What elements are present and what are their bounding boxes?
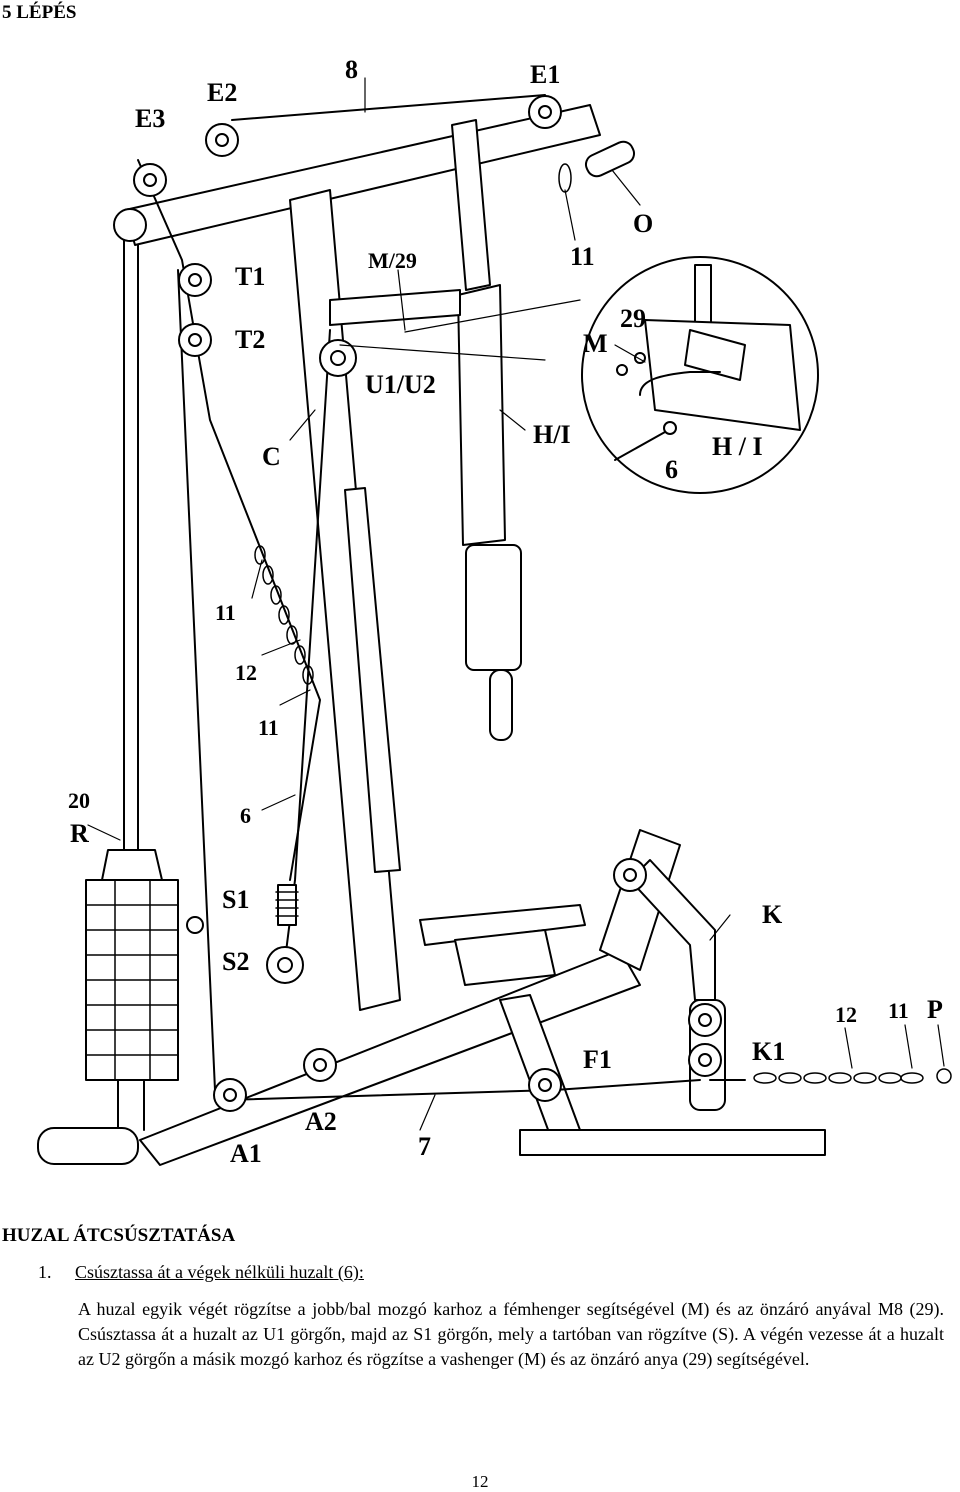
- section-title: HUZAL ÁTCSÚSZTATÁSA: [2, 1225, 236, 1246]
- page-number: 12: [471, 1472, 489, 1491]
- label-c: C: [262, 442, 281, 471]
- label-e3: E3: [135, 104, 165, 133]
- label-e1: E1: [530, 60, 560, 89]
- label-11-a: 11: [215, 600, 236, 625]
- label-11-top: 11: [570, 242, 595, 271]
- label-inset-6: 6: [665, 455, 678, 484]
- item-title: Csúsztassa át a végek nélküli huzalt (6)…: [75, 1262, 364, 1282]
- label-k: K: [762, 900, 783, 929]
- instruction-paragraph: A huzal egyik végét rögzítse a jobb/bal …: [78, 1299, 944, 1369]
- label-s2: S2: [222, 947, 249, 976]
- label-a1: A1: [230, 1139, 262, 1168]
- label-11-right: 11: [888, 998, 909, 1023]
- label-m29: M/29: [368, 248, 417, 273]
- label-u1u2: U1/U2: [365, 370, 436, 399]
- step-title: 5 LÉPÉS: [2, 2, 77, 23]
- label-hi: H/I: [533, 420, 571, 449]
- item-number: 1.: [38, 1262, 52, 1282]
- label-p: P: [927, 995, 943, 1024]
- home-gym-assembly-diagram: E3 E2 8 E1 O 11 M/29 T1 T2 U1/U2 C H/I M…: [37, 55, 952, 1168]
- label-20: 20: [68, 788, 90, 813]
- label-inset-hi: H / I: [712, 432, 763, 461]
- label-r: R: [70, 819, 89, 848]
- label-k1: K1: [752, 1037, 785, 1066]
- label-o: O: [633, 209, 653, 238]
- label-e2: E2: [207, 78, 237, 107]
- label-8: 8: [345, 55, 358, 84]
- label-inset-m: M: [583, 329, 608, 358]
- label-f1: F1: [583, 1045, 612, 1074]
- label-inset-29: 29: [620, 304, 646, 333]
- label-12: 12: [235, 660, 257, 685]
- label-7: 7: [418, 1132, 431, 1161]
- label-11-b: 11: [258, 715, 279, 740]
- label-12-right: 12: [835, 1002, 857, 1027]
- label-t2: T2: [235, 325, 265, 354]
- label-t1: T1: [235, 262, 265, 291]
- label-a2: A2: [305, 1107, 337, 1136]
- label-6: 6: [240, 803, 251, 828]
- label-s1: S1: [222, 885, 249, 914]
